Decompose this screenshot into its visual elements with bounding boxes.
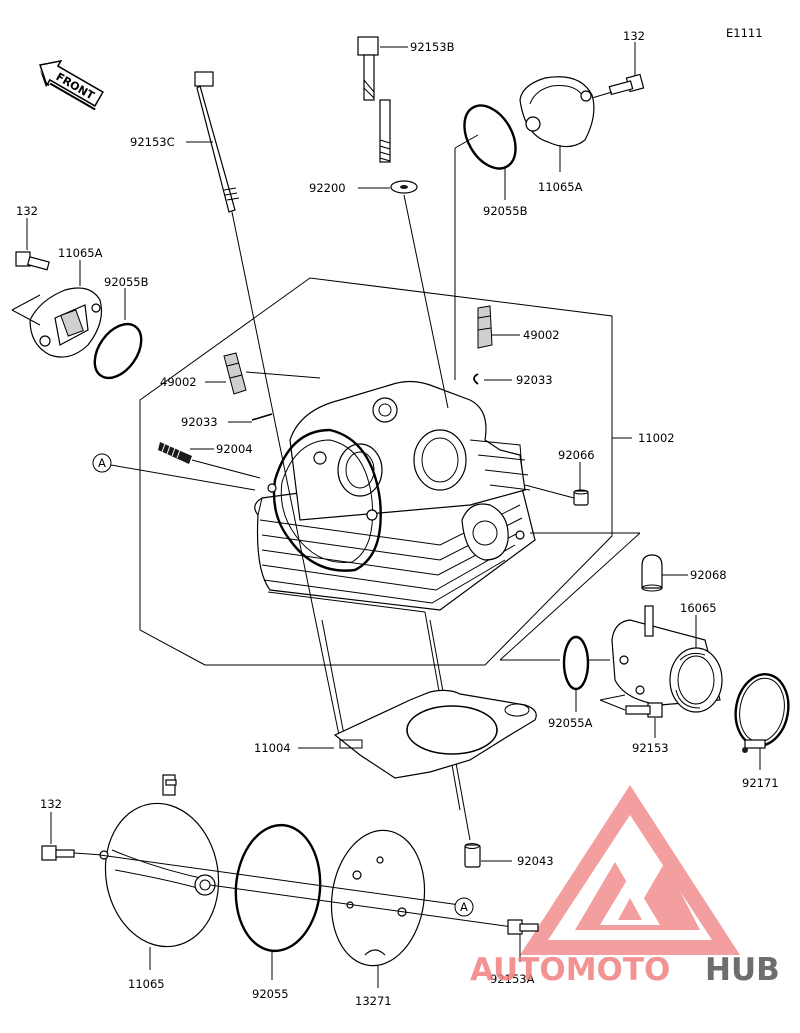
label-11065A-top: 11065A: [538, 180, 583, 194]
plate-13271: 13271: [330, 829, 426, 1008]
label-92066: 92066: [558, 448, 595, 462]
pin-92066: 92066: [524, 448, 595, 506]
bolt-92153C: 92153C: [130, 71, 240, 213]
bolt-92153A: 92153A: [490, 919, 539, 986]
label-13271: 13271: [355, 994, 392, 1008]
tappet-49002-left: 49002: [160, 352, 321, 395]
label-92068: 92068: [690, 568, 727, 582]
label-92153A: 92153A: [490, 972, 535, 986]
bolt-92153B: 92153B: [357, 36, 455, 163]
gasket-11004: 11004: [254, 689, 537, 779]
cap-11065A-top: 11065A: [519, 76, 595, 194]
label-132-left: 132: [16, 204, 38, 218]
label-49002-left: 49002: [160, 375, 197, 389]
cylinder-head: [254, 380, 536, 613]
stud-92004: 92004: [158, 442, 261, 479]
ref-mark-a-left: A: [92, 453, 256, 491]
label-132-top-right: 132: [623, 29, 645, 43]
ref-mark-a-left-text: A: [98, 456, 106, 470]
label-92200: 92200: [309, 181, 346, 195]
label-92033-right: 92033: [516, 373, 553, 387]
bolt-132-top-right: 132: [591, 29, 645, 99]
label-132-bottom: 132: [40, 797, 62, 811]
watermark-text-hub: HUB: [705, 952, 780, 988]
label-92055B-top: 92055B: [483, 204, 528, 218]
holder-16065: 16065: [611, 601, 723, 713]
ref-mark-a-bottom-text: A: [460, 900, 468, 914]
watermark-text: AUTOMOTO HUB: [470, 952, 780, 988]
label-11004: 11004: [254, 741, 291, 755]
label-92055A: 92055A: [548, 716, 593, 730]
clip-92033-left: 92033: [181, 413, 273, 429]
label-92153: 92153: [632, 741, 669, 755]
label-92004: 92004: [216, 442, 253, 456]
label-16065: 16065: [680, 601, 717, 615]
label-11065: 11065: [128, 977, 165, 991]
head-assembly-frame: [139, 277, 632, 666]
cap-11065A-left: 11065A: [11, 246, 103, 358]
label-92033-left: 92033: [181, 415, 218, 429]
label-92153B: 92153B: [410, 40, 455, 54]
label-92171: 92171: [742, 776, 779, 790]
pin-92043: 92043: [464, 843, 554, 868]
bolt-92153: 92153: [599, 694, 669, 755]
label-11002: 11002: [638, 431, 675, 445]
watermark-logo: [520, 785, 740, 955]
washer-92200: 92200: [309, 180, 449, 409]
label-92153C: 92153C: [130, 135, 175, 149]
oring-92055A: 92055A: [548, 635, 593, 730]
bolt-132-left: 132: [15, 204, 50, 271]
bolt-132-bottom: 132: [40, 797, 104, 861]
oring-92055B-left: 92055B: [93, 275, 149, 380]
label-11065A-left: 11065A: [58, 246, 103, 260]
label-92055: 92055: [252, 987, 289, 1001]
cover-11065: 11065: [99, 774, 220, 991]
cap-92068: 92068: [641, 554, 727, 592]
ref-mark-a-bottom: A: [209, 884, 521, 929]
watermark-text-auto: AUTOMOTO: [470, 952, 670, 988]
oring-92055: 92055: [234, 823, 322, 1001]
oring-92055B-top: 92055B: [463, 104, 528, 218]
front-arrow-icon: FRONT: [39, 59, 104, 111]
diagram-ref-code: E1111: [726, 26, 763, 40]
label-49002-right: 49002: [523, 328, 560, 342]
label-92055B-left: 92055B: [104, 275, 149, 289]
clamp-92171: 92171: [734, 673, 790, 790]
tappet-49002-right: 49002: [477, 305, 560, 349]
clip-92033-right: 92033: [473, 373, 553, 387]
label-92043: 92043: [517, 854, 554, 868]
